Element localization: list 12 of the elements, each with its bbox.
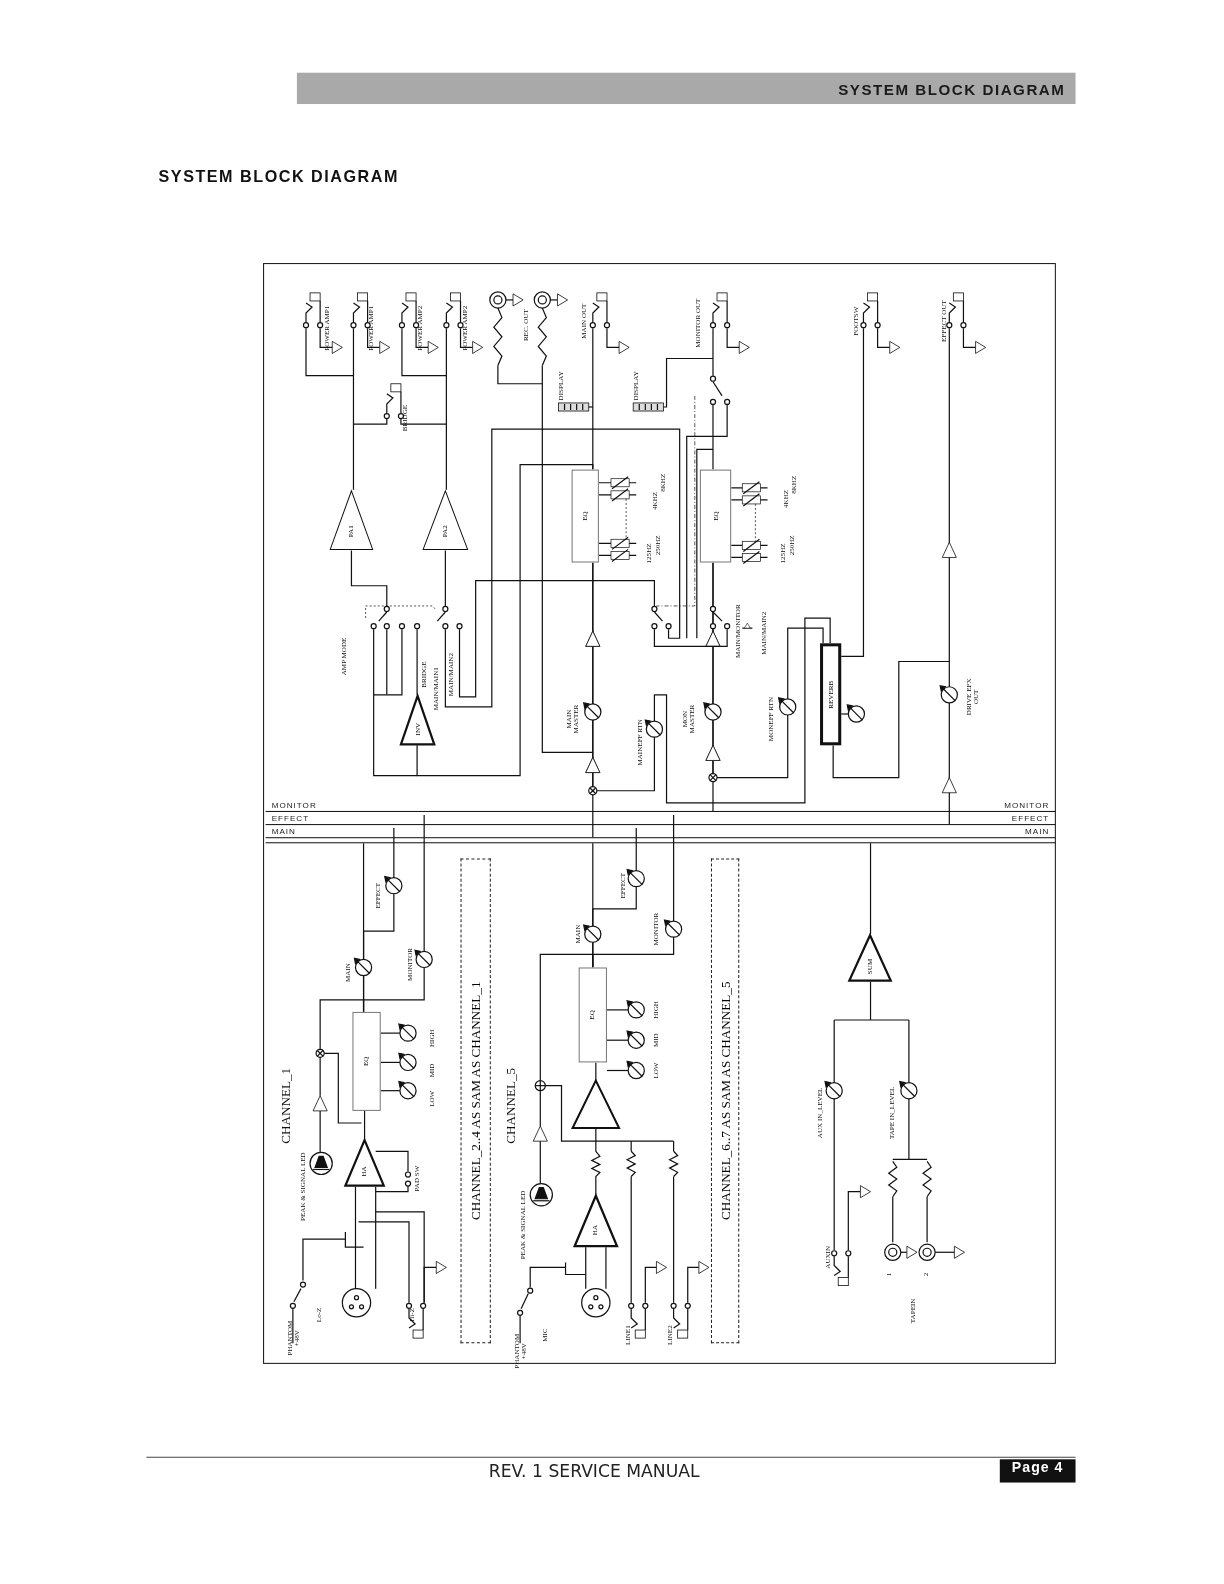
bus-label: MONITOR xyxy=(271,801,317,810)
footer-text: REV. 1 SERVICE MANUAL xyxy=(488,1461,700,1482)
channel-label: CHANNEL_1 xyxy=(279,1067,293,1144)
bus-label: MAIN xyxy=(1025,828,1050,837)
bus-label: EFFECT xyxy=(271,815,310,824)
page-number-badge: Page 4 xyxy=(999,1459,1076,1483)
page-title: SYSTEM BLOCK DIAGRAM xyxy=(158,167,399,186)
bus-label: MONITOR xyxy=(1004,801,1050,810)
bus-label: EFFECT xyxy=(1011,815,1050,824)
channel-label: CHANNEL_5 xyxy=(503,1067,517,1144)
bus-label: MAIN xyxy=(271,828,296,837)
header-text: SYSTEM BLOCK DIAGRAM xyxy=(838,80,1066,98)
